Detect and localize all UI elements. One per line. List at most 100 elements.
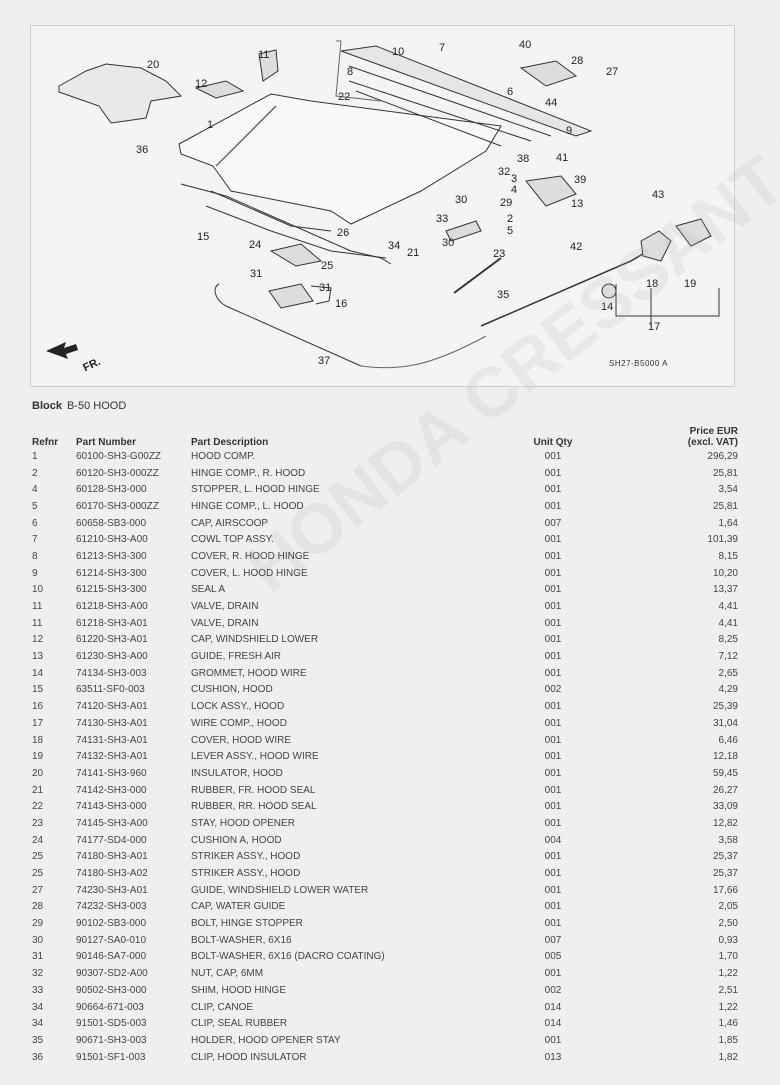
cell-description: LEVER ASSY., HOOD WIRE <box>191 751 319 763</box>
cell-qty: 001 <box>544 817 562 829</box>
cell-price: 13,37 <box>712 584 738 596</box>
cell-refnr: 12 <box>32 634 44 646</box>
cell-qty: 001 <box>544 467 562 479</box>
cell-description: SEAL A <box>191 584 226 596</box>
cell-price: 8,15 <box>718 550 738 562</box>
cell-description: CUSHION, HOOD <box>191 684 273 696</box>
cell-refnr: 31 <box>32 951 44 963</box>
cell-qty: 001 <box>544 567 562 579</box>
cell-refnr: 6 <box>32 517 38 529</box>
cell-refnr: 17 <box>32 717 44 729</box>
parts-diagram: 20 12 11 36 1 8 10 7 22 40 28 27 6 44 9 … <box>30 25 735 387</box>
cell-price: 12,82 <box>712 817 738 829</box>
callout-16: 16 <box>335 298 348 310</box>
cell-qty: 001 <box>544 634 562 646</box>
cell-part-number: 90671-SH3-003 <box>76 1034 147 1046</box>
header-price-line1: Price EUR <box>689 426 738 437</box>
cell-part-number: 74131-SH3-A01 <box>76 734 148 746</box>
cell-refnr: 8 <box>32 550 38 562</box>
cell-qty: 001 <box>544 918 562 930</box>
cell-description: GUIDE, WINDSHIELD LOWER WATER <box>191 884 369 896</box>
block-name: B-50 HOOD <box>66 400 127 412</box>
cell-description: RUBBER, RR. HOOD SEAL <box>191 801 317 813</box>
cell-price: 25,81 <box>712 500 738 512</box>
cell-part-number: 91501-SD5-003 <box>76 1018 147 1030</box>
cell-price: 1,85 <box>718 1034 738 1046</box>
cell-qty: 001 <box>544 884 562 896</box>
callout-30b: 30 <box>442 237 455 249</box>
cell-part-number: 74143-SH3-000 <box>76 801 147 813</box>
callout-21: 21 <box>407 247 420 259</box>
callout-6: 6 <box>507 86 514 98</box>
cell-part-number: 60658-SB3-000 <box>76 517 147 529</box>
cell-refnr: 9 <box>32 567 38 579</box>
cell-refnr: 18 <box>32 734 44 746</box>
table-header: Refnr Part Number Part Description Unit … <box>32 418 748 448</box>
cell-part-number: 90307-SD2-A00 <box>76 968 148 980</box>
cell-description: HOLDER, HOOD OPENER STAY <box>191 1034 341 1046</box>
cell-description: BOLT, HINGE STOPPER <box>191 918 303 930</box>
cell-part-number: 74142-SH3-000 <box>76 784 147 796</box>
cell-refnr: 33 <box>32 984 44 996</box>
cell-description: LOCK ASSY., HOOD <box>191 701 285 713</box>
cell-refnr: 7 <box>32 534 38 546</box>
callout-13: 13 <box>571 198 584 210</box>
callout-31: 31 <box>250 268 263 280</box>
cell-description: BOLT-WASHER, 6X16 <box>191 934 292 946</box>
cell-part-number: 90664-671-003 <box>76 1001 144 1013</box>
cell-description: STAY, HOOD OPENER <box>191 817 295 829</box>
callout-8: 8 <box>347 66 354 78</box>
cell-qty: 001 <box>544 701 562 713</box>
cell-qty: 002 <box>544 684 562 696</box>
cell-price: 0,93 <box>718 934 738 946</box>
callout-22: 22 <box>338 91 351 103</box>
callout-32: 32 <box>498 166 511 178</box>
cell-description: VALVE, DRAIN <box>191 617 259 629</box>
cell-price: 25,81 <box>712 467 738 479</box>
block-label: Block <box>32 400 62 412</box>
cell-qty: 001 <box>544 500 562 512</box>
callout-17: 17 <box>648 321 661 333</box>
cell-part-number: 74230-SH3-A01 <box>76 884 148 896</box>
cell-part-number: 90102-SB3-000 <box>76 918 147 930</box>
cell-qty: 001 <box>544 584 562 596</box>
cell-qty: 001 <box>544 484 562 496</box>
callout-4: 4 <box>511 184 518 196</box>
cell-price: 1,46 <box>718 1018 738 1030</box>
cell-part-number: 61220-SH3-A01 <box>76 634 148 646</box>
cell-price: 8,25 <box>718 634 738 646</box>
cell-qty: 013 <box>544 1051 562 1063</box>
header-refnr: Refnr <box>32 437 59 448</box>
cell-part-number: 74141-SH3-960 <box>76 767 147 779</box>
callout-19: 19 <box>684 278 697 290</box>
cell-refnr: 10 <box>32 584 44 596</box>
cell-part-number: 74132-SH3-A01 <box>76 751 148 763</box>
cell-description: NUT, CAP, 6MM <box>191 968 264 980</box>
cell-part-number: 90127-SA0-010 <box>76 934 147 946</box>
cell-qty: 001 <box>544 968 562 980</box>
cell-refnr: 1 <box>32 450 38 462</box>
cell-part-number: 74120-SH3-A01 <box>76 701 148 713</box>
cell-qty: 001 <box>544 734 562 746</box>
parts-table: Refnr Part Number Part Description Unit … <box>32 418 748 1065</box>
cell-refnr: 22 <box>32 801 44 813</box>
cell-refnr: 15 <box>32 684 44 696</box>
header-price: Price EUR(excl. VAT) <box>595 418 748 448</box>
cell-price: 33,09 <box>712 801 738 813</box>
cell-refnr: 4 <box>32 484 38 496</box>
cell-qty: 007 <box>544 517 562 529</box>
cell-part-number: 60100-SH3-G00ZZ <box>76 450 162 462</box>
